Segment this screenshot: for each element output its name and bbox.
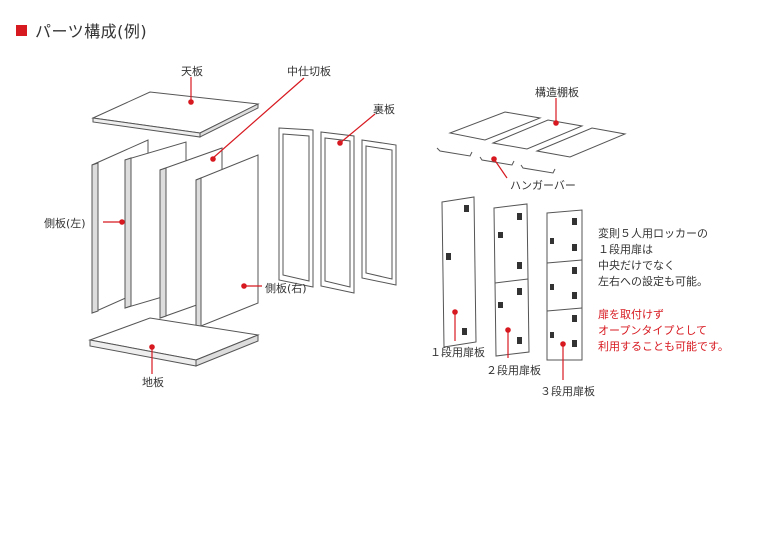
note-line: 扉を取付けず bbox=[598, 308, 664, 321]
section-title: パーツ構成(例) bbox=[16, 18, 147, 42]
red-square-icon bbox=[16, 24, 27, 36]
label-door-3: ３段用扉板 bbox=[540, 385, 595, 398]
label-door-2: ２段用扉板 bbox=[486, 364, 541, 377]
label-top-board: 天板 bbox=[181, 65, 203, 78]
note-line: 利用することも可能です。 bbox=[598, 340, 729, 353]
label-hanger-bar: ハンガーバー bbox=[510, 179, 576, 192]
note-black: 変則５人用ロッカーの １段用扉は 中央だけでなく 左右への設定も可能。 bbox=[598, 226, 708, 290]
label-side-left: 側板(左) bbox=[44, 217, 86, 230]
note-line: 左右への設定も可能。 bbox=[598, 275, 708, 288]
note-line: オープンタイプとして bbox=[598, 324, 708, 337]
label-middle-partition: 中仕切板 bbox=[287, 65, 331, 78]
bottom-board-part bbox=[88, 317, 260, 367]
note-red: 扉を取付けず オープンタイプとして 利用することも可能です。 bbox=[598, 307, 729, 355]
label-side-right: 側板(右) bbox=[265, 282, 307, 295]
label-back-board: 裏板 bbox=[373, 103, 395, 116]
back-board-2-part bbox=[320, 131, 355, 294]
section-title-text: パーツ構成(例) bbox=[35, 22, 148, 41]
side-panel-right-part bbox=[195, 154, 259, 329]
top-board-part bbox=[91, 91, 260, 138]
label-structural-shelf: 構造棚板 bbox=[535, 86, 579, 99]
back-board-3-part bbox=[361, 139, 397, 286]
note-line: 中央だけでなく bbox=[598, 259, 675, 272]
note-line: 変則５人用ロッカーの bbox=[598, 227, 708, 240]
door-1-part bbox=[441, 196, 477, 348]
door-2-part bbox=[493, 203, 530, 357]
structural-shelf-parts bbox=[448, 111, 627, 158]
note-line: １段用扉は bbox=[598, 243, 653, 256]
label-door-1: １段用扉板 bbox=[430, 346, 485, 359]
back-board-1-part bbox=[278, 127, 314, 288]
label-bottom-board: 地板 bbox=[142, 376, 164, 389]
